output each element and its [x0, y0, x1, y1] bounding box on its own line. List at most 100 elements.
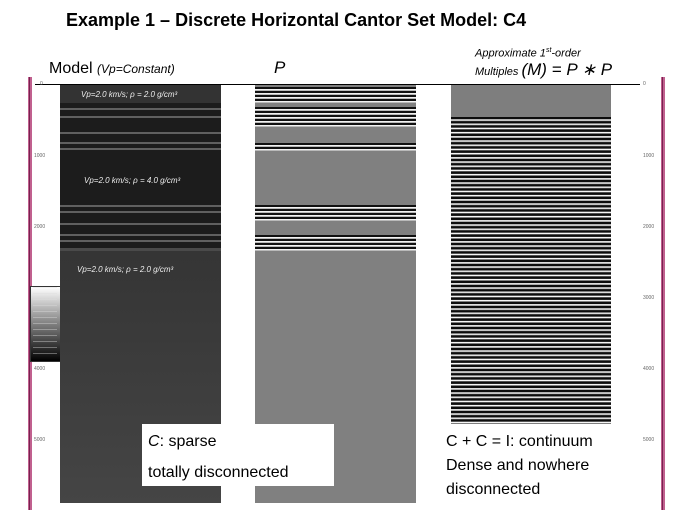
stripe: [451, 174, 611, 176]
stripe: [255, 125, 416, 127]
stripe: [451, 203, 611, 205]
stripe: [451, 205, 611, 208]
stripe: [451, 127, 611, 129]
model-label: Model (Vp=Constant): [49, 60, 175, 78]
depth-tick-right-4: 4000: [643, 366, 655, 372]
sparse-line2: totally disconnected: [148, 464, 289, 481]
stripe: [255, 119, 416, 121]
p-panel: [255, 85, 416, 503]
sparse-textbox: C: sparse totally disconnected: [142, 424, 334, 486]
stripe: [255, 147, 416, 149]
layer3-annotation: Vp=2.0 km/s; ρ = 2.0 g/cm³: [77, 265, 174, 274]
stripe: [451, 385, 611, 388]
stripe: [451, 358, 611, 360]
stripe: [255, 149, 416, 151]
stripe: [451, 121, 611, 124]
stripe: [451, 377, 611, 380]
stripe: [451, 182, 611, 184]
stripe: [451, 123, 611, 125]
stripe: [255, 241, 416, 243]
depth-tick-right-1: 1000: [643, 153, 655, 159]
stripe: [255, 97, 416, 99]
stripe: [255, 87, 416, 89]
stripe: [255, 89, 416, 91]
stripe: [451, 405, 611, 407]
stripe: [451, 306, 611, 309]
stripe: [451, 119, 611, 121]
stripe: [255, 117, 416, 119]
depth-tick-left-4: 5000: [34, 437, 46, 443]
stripe: [451, 316, 611, 318]
stripe: [451, 222, 611, 225]
stripe: [451, 161, 611, 163]
multiples-sup: st: [545, 47, 552, 54]
stripe: [451, 188, 611, 191]
sparse-line1: : sparse: [159, 433, 217, 450]
depth-tick-right-2: 2000: [643, 224, 655, 230]
p-image: [255, 85, 416, 503]
stripe: [451, 125, 611, 128]
multiples-line1: Approximate 1: [475, 47, 546, 60]
stripe: [451, 417, 611, 419]
stripe: [451, 140, 611, 142]
stripe: [451, 243, 611, 246]
stripe: [451, 291, 611, 293]
stripe: [451, 390, 611, 393]
model-label-text: Model: [49, 60, 93, 77]
stripe: [451, 314, 611, 317]
stripe: [255, 211, 416, 213]
stripe: [451, 175, 611, 178]
stripe: [451, 360, 611, 363]
stripe: [255, 245, 416, 247]
stripe: [451, 142, 611, 145]
stripe: [255, 101, 416, 103]
stripe: [255, 123, 416, 125]
stripe: [255, 213, 416, 215]
stripe: [451, 259, 611, 262]
stripe: [451, 285, 611, 288]
continuum-line1: C + C = I: continuum: [446, 433, 593, 450]
stripe: [451, 413, 611, 415]
stripe: [451, 371, 611, 373]
stripe: [451, 331, 611, 334]
stripe: [451, 398, 611, 401]
stripe: [451, 217, 611, 220]
stripe: [255, 207, 416, 209]
stripe: [451, 192, 611, 195]
stripe: [451, 396, 611, 398]
continuum-textbox: C + C = I: continuum Dense and nowhere d…: [440, 424, 622, 514]
stripe: [451, 241, 611, 243]
stripe: [451, 400, 611, 402]
stripe: [451, 154, 611, 157]
stripe: [451, 178, 611, 180]
page-title: Example 1 – Discrete Horizontal Cantor S…: [66, 10, 527, 30]
stripe: [255, 91, 416, 93]
stripe: [451, 209, 611, 212]
stripe: [451, 195, 611, 197]
stripe: [451, 153, 611, 155]
stripe: [451, 276, 611, 279]
stripe: [451, 249, 611, 251]
right-depth-bar: [661, 77, 665, 510]
stripe: [451, 335, 611, 338]
stripe: [451, 167, 611, 170]
colorbar: [30, 286, 61, 362]
stripe: [451, 402, 611, 405]
stripe: [451, 297, 611, 300]
stripe: [451, 144, 611, 146]
stripe: [451, 129, 611, 132]
stripe: [451, 295, 611, 297]
stripe: [451, 163, 611, 166]
stripe: [451, 132, 611, 134]
stripe: [451, 264, 611, 267]
stripe: [451, 186, 611, 188]
sparse-c-symbol: C: [148, 433, 160, 450]
stripe: [451, 310, 611, 313]
stripe: [451, 159, 611, 162]
stripe: [451, 133, 611, 136]
stripe: [451, 322, 611, 325]
stripe: [451, 196, 611, 199]
stripe: [451, 201, 611, 204]
stripe: [255, 109, 416, 111]
stripe: [451, 117, 611, 120]
